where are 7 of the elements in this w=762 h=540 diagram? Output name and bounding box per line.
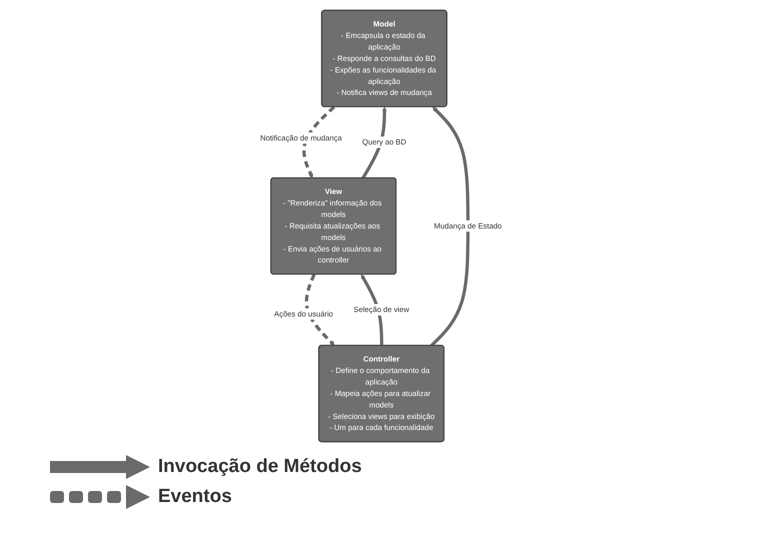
arrow [430,106,470,347]
legend-text: Invocação de Métodos [158,456,362,478]
arrow [360,274,384,346]
arrow [304,274,335,346]
legend-text: Eventos [158,486,232,508]
arrow [302,106,336,178]
arrow [362,106,387,179]
